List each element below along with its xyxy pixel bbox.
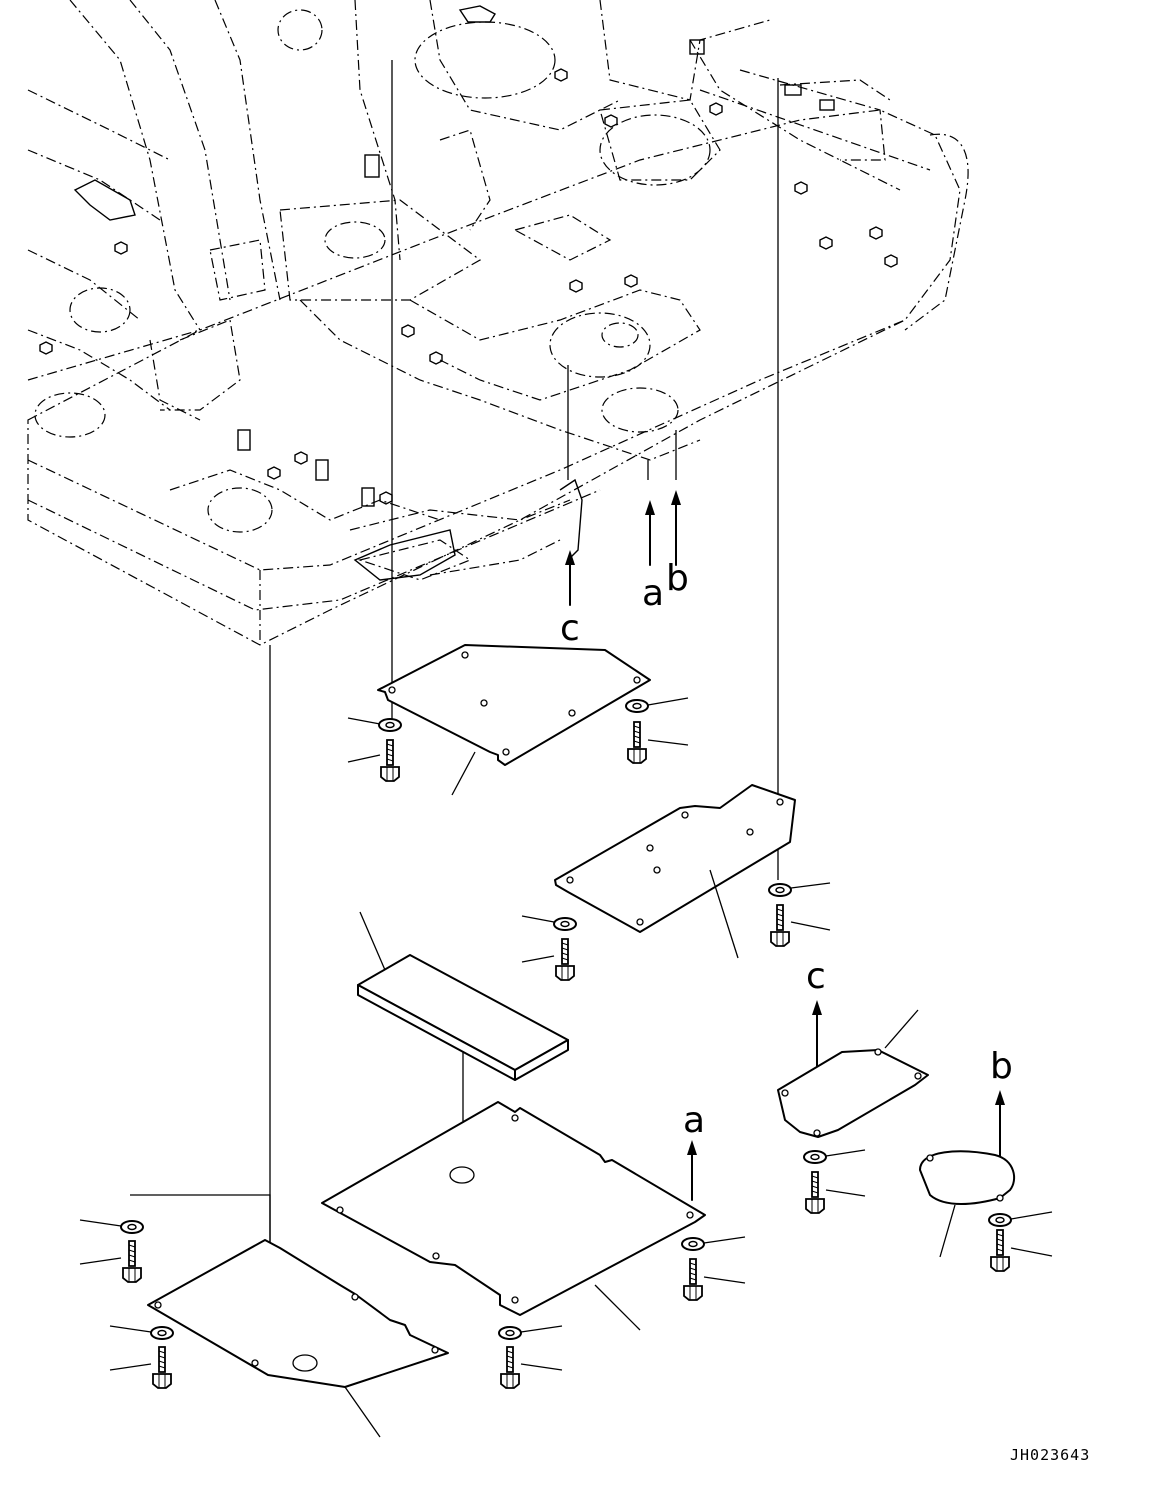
arrow-a-upper: [645, 500, 655, 566]
bolt-set-2: [625, 697, 689, 764]
bolt-set-4: [768, 882, 831, 947]
cover-plate-middle: [554, 784, 796, 959]
arrow-b-upper: [671, 490, 681, 566]
cover-plate-round-b: [919, 1150, 1016, 1258]
cover-plate-large: [321, 1101, 706, 1331]
bolt-set-1: [347, 717, 402, 782]
bolt-set-8: [79, 1219, 144, 1283]
arrow-a-lower: [687, 1140, 697, 1201]
drawing-code: JH023643: [1010, 1446, 1090, 1464]
assembly-lines: [130, 60, 779, 1275]
cover-plate-small-c: [777, 1009, 929, 1138]
bolt-set-5: [803, 1149, 866, 1214]
label-b-upper: b: [666, 558, 689, 599]
bolt-set-3: [521, 915, 577, 981]
label-a-upper: a: [642, 573, 664, 614]
label-a-lower: a: [683, 1100, 705, 1141]
bolt-set-7: [988, 1211, 1053, 1272]
bolt-set-6: [681, 1236, 746, 1301]
insulation-pad: [357, 911, 569, 1081]
bolt-set-10: [498, 1325, 563, 1389]
cover-plate-upper: [377, 644, 651, 796]
label-c-lower: c: [806, 956, 826, 997]
arrow-c-upper: [565, 550, 575, 606]
label-b-lower: b: [990, 1046, 1013, 1087]
cover-plate-left: [147, 1239, 449, 1438]
bolt-set-9: [109, 1325, 174, 1389]
revolving-frame: [27, 0, 969, 646]
label-c-upper: c: [560, 608, 580, 649]
